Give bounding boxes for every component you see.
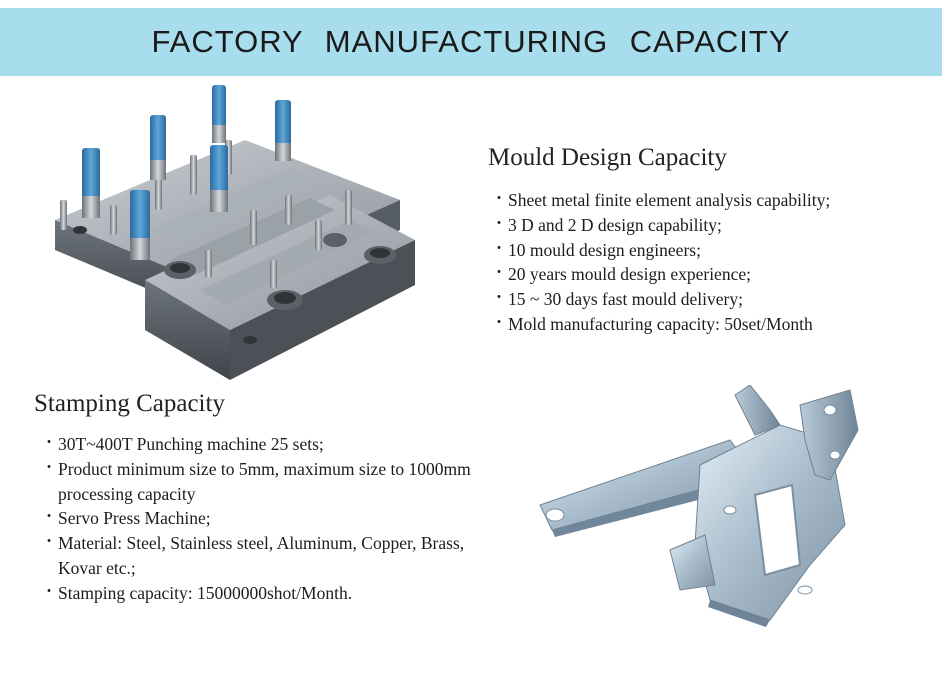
- list-item: ・Product minimum size to 5mm, maximum si…: [42, 458, 471, 504]
- mould-design-title: Mould Design Capacity: [488, 144, 727, 171]
- bullet-icon: ・: [492, 315, 506, 331]
- bullet-icon: ・: [492, 291, 506, 307]
- bullet-icon: ・: [492, 192, 506, 207]
- list-item: ・Stamping capacity: 15000000shot/Month.: [38, 581, 498, 606]
- stamped-metal-bracket-image: [539, 385, 859, 627]
- bullet-icon: ・: [42, 584, 56, 600]
- bullet-icon: ・: [492, 216, 506, 232]
- list-item: ・15 ~ 30 days fast mould delivery;: [488, 287, 928, 312]
- bullet-icon: ・: [42, 535, 56, 551]
- stamping-capacity-title: Stamping Capacity: [34, 390, 225, 417]
- list-item: ・30T~400T Punching machine 25 sets;: [38, 432, 498, 457]
- progressive-stamping-die-image: [55, 85, 415, 380]
- page-title: FACTORY MANUFACTURING CAPACITY: [151, 24, 791, 59]
- list-item: ・20 years mould design experience;: [488, 262, 928, 287]
- list-item: ・10 mould design engineers;: [488, 238, 928, 263]
- bullet-icon: ・: [42, 510, 56, 526]
- bullet-icon: ・: [42, 460, 56, 476]
- mould-design-list: ・Sheet metal finite element analysis cap…: [488, 188, 928, 337]
- list-item: ・Mold manufacturing capacity: 50set/Mont…: [488, 312, 928, 337]
- list-item: ・Sheet metal finite element analysis cap…: [488, 188, 928, 213]
- list-item: ・Material: Steel, Stainless steel, Alumi…: [42, 533, 465, 578]
- bullet-icon: ・: [492, 266, 506, 282]
- bullet-icon: ・: [492, 241, 506, 257]
- title-banner: FACTORY MANUFACTURING CAPACITY: [0, 8, 942, 76]
- bullet-icon: ・: [42, 436, 56, 451]
- list-item: ・Servo Press Machine;: [38, 506, 498, 531]
- list-item: ・3 D and 2 D design capability;: [488, 213, 928, 238]
- stamping-capacity-list: ・30T~400T Punching machine 25 sets; ・Pro…: [38, 432, 498, 606]
